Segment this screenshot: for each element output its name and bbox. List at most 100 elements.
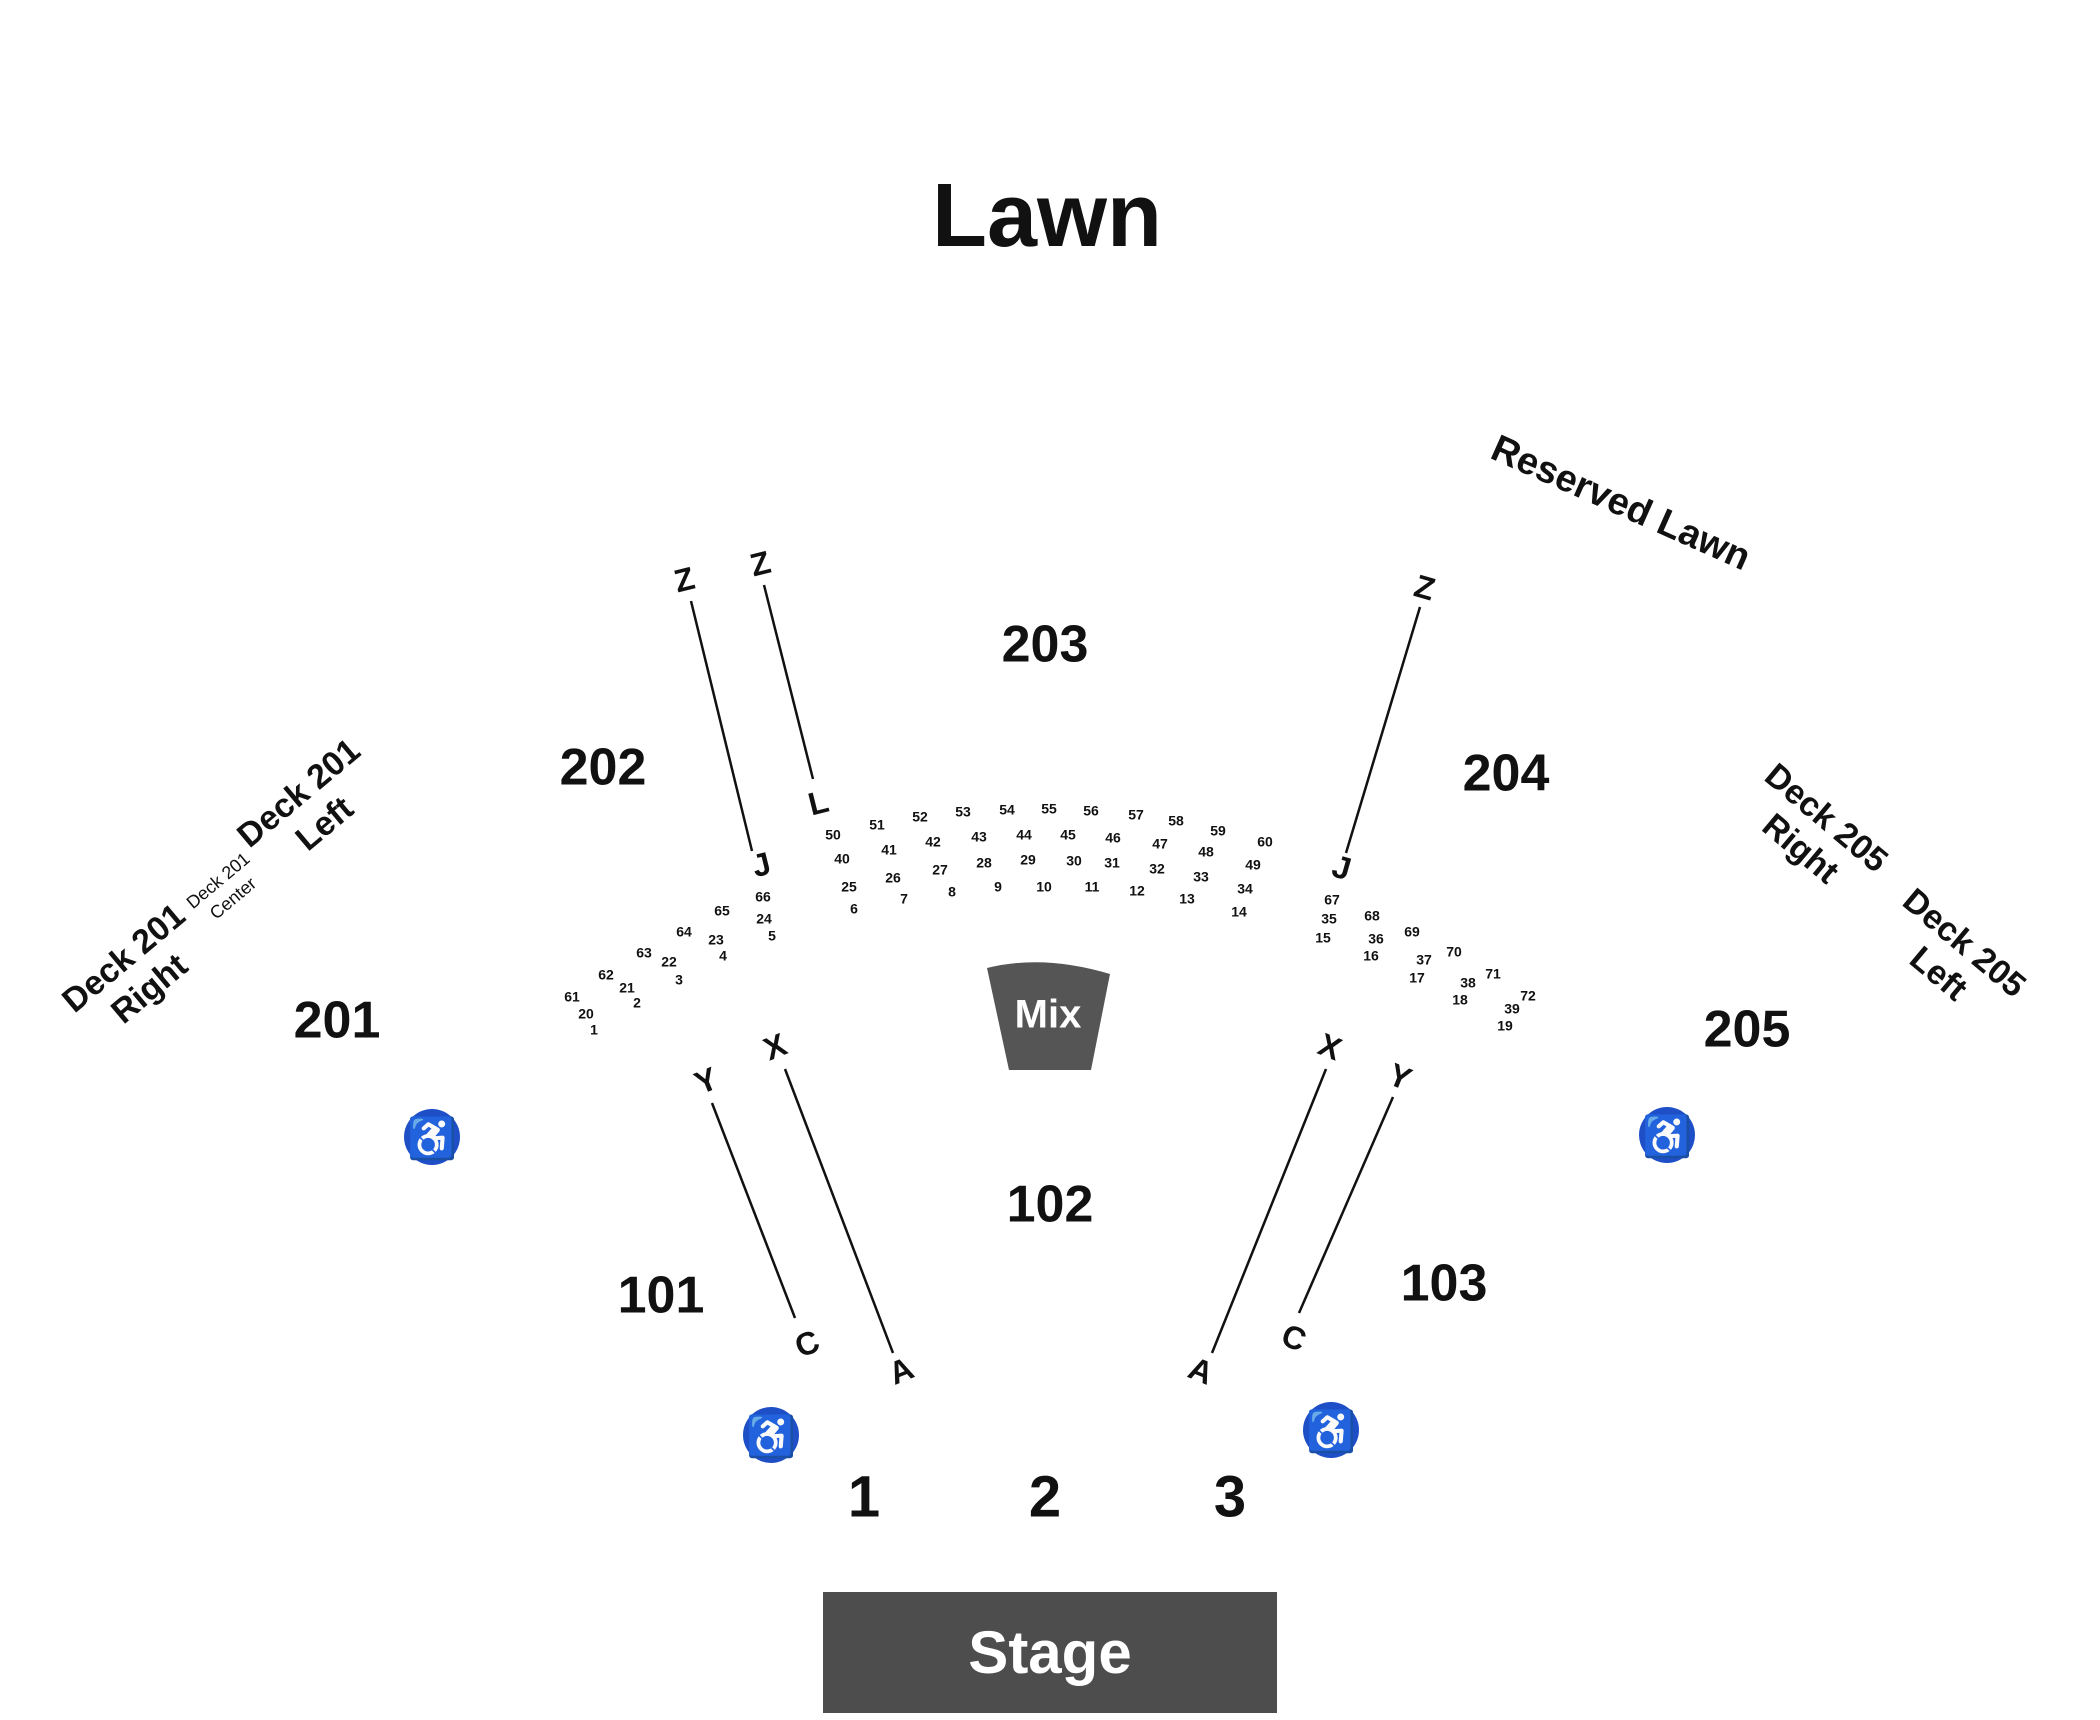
section-103[interactable]: 103 — [1401, 1255, 1488, 1313]
svg-text:♿: ♿ — [407, 1115, 457, 1161]
box-seat[interactable]: 58 — [1168, 813, 1184, 829]
box-seat[interactable]: 5 — [768, 928, 776, 944]
box-seat[interactable]: 50 — [825, 827, 841, 843]
box-seat[interactable]: 1 — [590, 1022, 598, 1038]
box-seat[interactable]: 16 — [1363, 948, 1379, 964]
box-seat[interactable]: 65 — [714, 903, 730, 919]
deck-201-right[interactable]: Deck 201 Right — [55, 896, 218, 1051]
reserved-lawn-label[interactable]: Reserved Lawn — [1485, 427, 1757, 579]
box-seat[interactable]: 21 — [619, 980, 635, 996]
wheelchair-icon[interactable]: ♿ — [1303, 1402, 1359, 1458]
box-seat[interactable]: 53 — [955, 804, 971, 820]
box-seat[interactable]: 38 — [1460, 975, 1476, 991]
box-seat[interactable]: 68 — [1364, 908, 1380, 924]
box-seat[interactable]: 69 — [1404, 924, 1420, 940]
section-101[interactable]: 101 — [618, 1267, 705, 1325]
wheelchair-icon[interactable]: ♿ — [404, 1109, 460, 1165]
box-seat[interactable]: 67 — [1324, 892, 1340, 908]
section-205[interactable]: 205 — [1704, 1001, 1791, 1059]
box-seat[interactable]: 47 — [1152, 836, 1168, 852]
box-seat[interactable]: 52 — [912, 809, 928, 825]
box-seat[interactable]: 51 — [869, 817, 885, 833]
pit-3[interactable]: 3 — [1214, 1464, 1246, 1529]
box-seat[interactable]: 8 — [948, 884, 956, 900]
box-seat[interactable]: 45 — [1060, 827, 1076, 843]
box-seat[interactable]: 10 — [1036, 879, 1052, 895]
section-202[interactable]: 202 — [560, 739, 647, 797]
box-seat[interactable]: 9 — [994, 879, 1002, 895]
deck-201-left[interactable]: Deck 201 Left — [230, 731, 393, 886]
box-seat[interactable]: 59 — [1210, 823, 1226, 839]
box-seat[interactable]: 61 — [564, 989, 580, 1005]
box-seat[interactable]: 60 — [1257, 834, 1273, 850]
pit-2[interactable]: 2 — [1029, 1464, 1061, 1529]
box-seat[interactable]: 54 — [999, 802, 1015, 818]
aisle-line-right-outer-lower — [1297, 1096, 1395, 1314]
box-seat[interactable]: 4 — [719, 948, 727, 964]
box-seat[interactable]: 49 — [1245, 857, 1261, 873]
box-seat[interactable]: 20 — [578, 1006, 594, 1022]
box-seat[interactable]: 18 — [1452, 992, 1468, 1008]
box-seat[interactable]: 28 — [976, 855, 992, 871]
wheelchair-icon[interactable]: ♿ — [743, 1407, 799, 1463]
box-seat[interactable]: 55 — [1041, 801, 1057, 817]
row-marker-j: J — [748, 845, 774, 884]
box-seat[interactable]: 26 — [885, 870, 901, 886]
box-seat[interactable]: 2 — [633, 995, 641, 1011]
box-seat[interactable]: 44 — [1016, 827, 1032, 843]
box-seat[interactable]: 43 — [971, 829, 987, 845]
box-seat[interactable]: 39 — [1504, 1001, 1520, 1017]
box-seat[interactable]: 63 — [636, 945, 652, 961]
box-seat[interactable]: 33 — [1193, 869, 1209, 885]
box-seat[interactable]: 42 — [925, 834, 941, 850]
box-seat[interactable]: 56 — [1083, 803, 1099, 819]
box-seat[interactable]: 13 — [1179, 891, 1195, 907]
section-203[interactable]: 203 — [1002, 616, 1089, 674]
box-seat[interactable]: 11 — [1085, 879, 1100, 895]
box-seat[interactable]: 41 — [881, 842, 897, 858]
box-seat[interactable]: 72 — [1520, 988, 1536, 1004]
box-seat[interactable]: 37 — [1416, 952, 1432, 968]
box-seat[interactable]: 66 — [755, 889, 771, 905]
box-seat[interactable]: 30 — [1066, 853, 1082, 869]
box-seat[interactable]: 12 — [1129, 883, 1145, 899]
row-marker-x: X — [1313, 1026, 1347, 1068]
box-seat[interactable]: 6 — [850, 901, 858, 917]
box-seat[interactable]: 70 — [1446, 944, 1462, 960]
box-seat[interactable]: 32 — [1149, 861, 1165, 877]
box-seat[interactable]: 46 — [1105, 830, 1121, 846]
row-marker-y: Y — [689, 1060, 722, 1101]
box-seat[interactable]: 40 — [834, 851, 850, 867]
box-seat[interactable]: 64 — [676, 924, 692, 940]
pit-1[interactable]: 1 — [848, 1464, 880, 1529]
box-seat[interactable]: 17 — [1409, 970, 1425, 986]
row-marker-y: Y — [1383, 1056, 1416, 1097]
deck-205-right[interactable]: Deck 205 Right — [1732, 756, 1895, 911]
box-seat[interactable]: 71 — [1485, 966, 1501, 982]
box-seat[interactable]: 7 — [900, 891, 908, 907]
section-204[interactable]: 204 — [1463, 745, 1550, 803]
deck-201-center[interactable]: Deck 201 Center — [183, 849, 269, 931]
box-seat[interactable]: 31 — [1104, 855, 1120, 871]
box-seat[interactable]: 36 — [1368, 931, 1384, 947]
box-seat[interactable]: 23 — [708, 932, 724, 948]
box-seat[interactable]: 15 — [1315, 930, 1331, 946]
box-seat[interactable]: 34 — [1237, 881, 1253, 897]
box-seat[interactable]: 14 — [1231, 904, 1247, 920]
box-seat[interactable]: 48 — [1198, 844, 1214, 860]
deck-205-left[interactable]: Deck 205 Left — [1870, 881, 2033, 1036]
lawn-label[interactable]: Lawn — [932, 166, 1162, 266]
box-seat[interactable]: 24 — [756, 911, 772, 927]
box-seat[interactable]: 29 — [1020, 852, 1036, 868]
box-seat[interactable]: 3 — [675, 972, 683, 988]
box-seat[interactable]: 35 — [1321, 911, 1337, 927]
box-seat[interactable]: 25 — [841, 879, 857, 895]
box-seat[interactable]: 22 — [661, 954, 677, 970]
box-seat[interactable]: 62 — [598, 967, 614, 983]
section-102[interactable]: 102 — [1007, 1176, 1094, 1234]
box-seat[interactable]: 19 — [1497, 1018, 1513, 1034]
box-seat[interactable]: 27 — [932, 862, 948, 878]
box-seat[interactable]: 57 — [1128, 807, 1144, 823]
wheelchair-icon[interactable]: ♿ — [1639, 1107, 1695, 1163]
section-201[interactable]: 201 — [294, 992, 381, 1050]
